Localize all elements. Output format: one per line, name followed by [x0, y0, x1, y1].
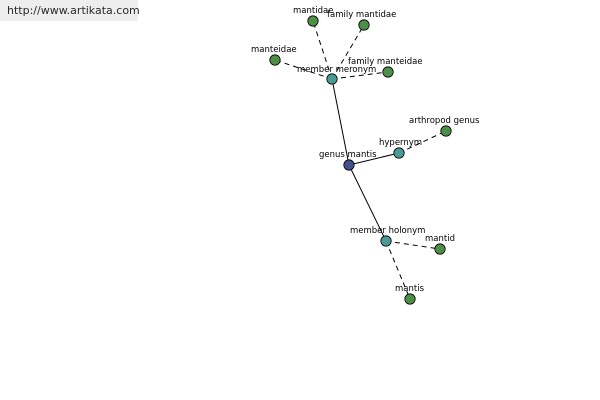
node-member-holonym[interactable]	[380, 235, 392, 247]
label-family-mantidae: family mantidae	[327, 10, 396, 20]
label-family-manteidae: family manteidae	[348, 57, 423, 67]
node-manteidae[interactable]	[269, 54, 281, 66]
graph-nodes	[269, 15, 452, 305]
label-mantis: mantis	[395, 284, 425, 294]
edge-member-holonym-to-mantis	[385, 240, 411, 300]
node-arthropod-genus[interactable]	[440, 125, 452, 137]
edge-member-holonym-to-mantid	[385, 240, 441, 250]
node-hypernym[interactable]	[393, 147, 405, 159]
label-hypernym: hypernym	[379, 138, 422, 148]
node-family-manteidae[interactable]	[382, 66, 394, 78]
node-genus-mantis[interactable]	[343, 159, 355, 171]
edge-genus-mantis-to-hypernym	[348, 152, 400, 166]
label-member-holonym: member holonym	[350, 226, 425, 236]
label-mantidae: mantidae	[293, 6, 333, 16]
label-arthropod-genus: arthropod genus	[409, 116, 480, 126]
node-member-meronym[interactable]	[326, 73, 338, 85]
edge-genus-mantis-to-member-holonym	[348, 164, 387, 242]
edge-genus-mantis-to-member-meronym	[331, 78, 350, 166]
node-family-mantidae[interactable]	[358, 19, 370, 31]
node-mantidae[interactable]	[307, 15, 319, 27]
label-member-meronym: member meronym	[297, 65, 376, 75]
edge-member-meronym-to-family-mantidae	[331, 24, 365, 80]
edge-member-meronym-to-manteidae	[274, 59, 333, 80]
source-url-link[interactable]: http://www.artikata.com	[0, 0, 140, 21]
label-mantid: mantid	[425, 234, 455, 244]
graph-edges	[274, 20, 447, 300]
graph-labels: genus mantis member meronym hypernym member…	[251, 6, 480, 294]
node-mantis[interactable]	[404, 293, 416, 305]
node-mantid[interactable]	[434, 243, 446, 255]
label-genus-mantis: genus mantis	[319, 150, 377, 160]
edge-member-meronym-to-family-manteidae	[331, 71, 389, 80]
edge-member-meronym-to-mantidae	[312, 20, 333, 80]
label-manteidae: manteidae	[251, 45, 297, 55]
